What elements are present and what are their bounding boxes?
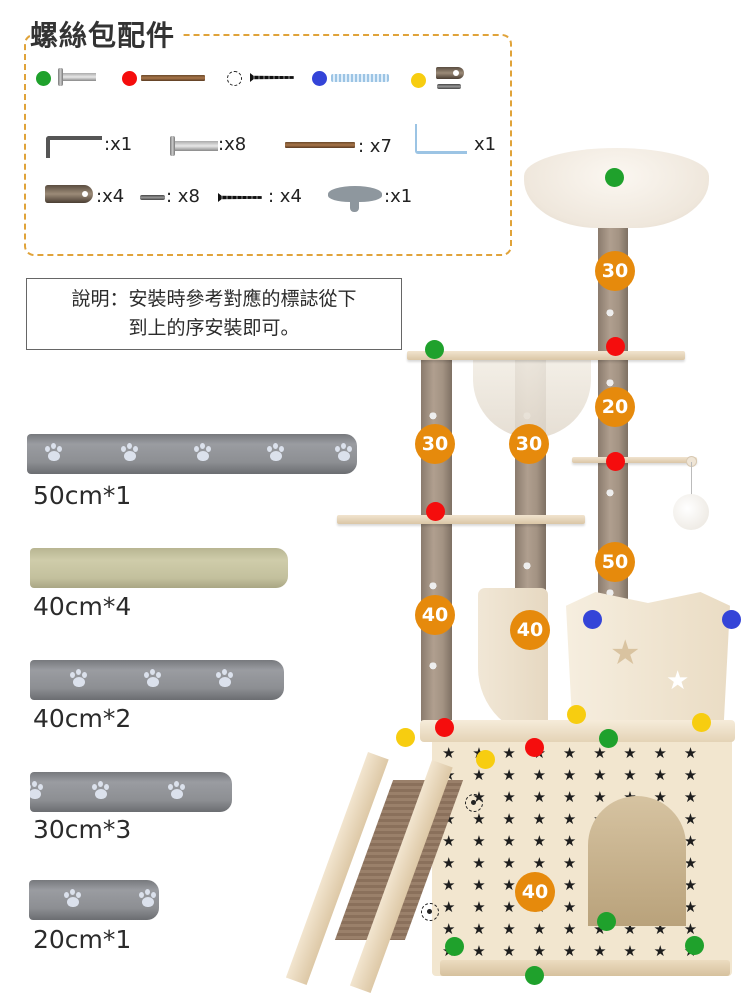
hardware-title: 螺絲包配件 xyxy=(30,14,182,54)
paw-icon xyxy=(62,889,84,911)
blue-dot-icon xyxy=(312,71,327,86)
yellow-marker-icon xyxy=(692,713,711,732)
yellow-marker-icon xyxy=(396,728,415,747)
red-marker-icon xyxy=(435,718,454,737)
tube-30cm xyxy=(30,772,232,812)
house-base xyxy=(440,960,730,976)
house-door xyxy=(588,796,686,926)
green-dot-icon xyxy=(36,71,51,86)
barrel-bolt-icon xyxy=(170,136,218,156)
l-key-icon xyxy=(415,124,467,154)
middle-platform xyxy=(337,515,585,524)
paw-icon xyxy=(333,443,355,465)
toy-string xyxy=(691,462,692,496)
red-dot-icon xyxy=(122,71,137,86)
paw-icon xyxy=(192,443,214,465)
house-top-board xyxy=(420,720,735,742)
screw-hole-icon xyxy=(421,903,439,921)
l-key-qty: x1 xyxy=(474,134,497,155)
metal-bracket-qty: :x4 xyxy=(96,186,125,207)
paw-icon xyxy=(90,781,112,803)
paw-icon xyxy=(68,669,90,691)
instruction-note: 說明：安裝時參考對應的標誌從下 到上的序安裝即可。 xyxy=(26,278,402,350)
pompom-toy xyxy=(673,494,709,530)
tube-50cm xyxy=(27,434,357,474)
instruction-line-1: 說明：安裝時參考對應的標誌從下 xyxy=(71,288,357,310)
length-badge-40: 40 xyxy=(515,872,555,912)
length-badge-20: 20 xyxy=(595,387,635,427)
tube-label-30cm: 30cm*3 xyxy=(33,815,132,844)
length-badge-50: 50 xyxy=(595,542,635,582)
length-badge-30: 30 xyxy=(595,251,635,291)
tube-label-20cm: 20cm*1 xyxy=(33,925,132,954)
green-marker-icon xyxy=(525,966,544,985)
bracket-icon xyxy=(436,67,464,79)
top-plush-bed xyxy=(524,148,709,228)
hex-key-qty: :x1 xyxy=(104,134,133,155)
red-marker-icon xyxy=(606,452,625,471)
metal-bracket-icon xyxy=(45,185,93,203)
barrel-bolt-qty: :x8 xyxy=(218,134,247,155)
green-marker-icon xyxy=(597,912,616,931)
threaded-rod-icon xyxy=(285,142,355,148)
red-marker-icon xyxy=(426,502,445,521)
barrel-bolt-icon xyxy=(58,68,96,86)
paw-icon xyxy=(214,669,236,691)
green-marker-icon xyxy=(425,340,444,359)
ramp xyxy=(285,752,464,994)
yellow-marker-icon xyxy=(476,750,495,769)
yellow-dot-icon xyxy=(411,73,426,88)
tube-40cm-grey xyxy=(30,660,284,700)
black-screw-qty: : x4 xyxy=(268,186,302,207)
paw-icon xyxy=(166,781,188,803)
tube-20cm xyxy=(29,880,159,920)
dashed-circle-icon xyxy=(227,71,242,86)
green-marker-icon xyxy=(605,168,624,187)
black-screw-icon xyxy=(218,193,262,202)
t-key-qty: :x1 xyxy=(384,186,413,207)
black-screw-icon xyxy=(250,73,294,82)
tube-label-40cm-grey: 40cm*2 xyxy=(33,704,132,733)
small-bolt-icon xyxy=(140,195,165,200)
instruction-line-2: 到上的序安裝即可。 xyxy=(128,317,300,339)
tube-40cm-sand xyxy=(30,548,288,588)
upper-platform xyxy=(407,351,685,360)
threaded-rod-icon xyxy=(141,75,205,81)
green-marker-icon xyxy=(445,937,464,956)
red-marker-icon xyxy=(606,337,625,356)
paw-icon xyxy=(142,669,164,691)
length-badge-30: 30 xyxy=(415,424,455,464)
hardware-panel xyxy=(24,34,512,256)
paw-icon xyxy=(119,443,141,465)
star-cutout-icon: ★ xyxy=(666,666,690,696)
t-key-icon xyxy=(328,186,382,212)
length-badge-40: 40 xyxy=(510,610,550,650)
paw-icon xyxy=(265,443,287,465)
small-bolt-icon xyxy=(437,84,461,89)
small-bolt-qty: : x8 xyxy=(166,186,200,207)
tube-label-50cm: 50cm*1 xyxy=(33,481,132,510)
tube-label-40cm-sand: 40cm*4 xyxy=(33,592,132,621)
length-badge-40: 40 xyxy=(415,595,455,635)
paw-icon xyxy=(43,443,65,465)
paw-icon xyxy=(30,781,46,803)
hex-key-icon xyxy=(46,136,102,158)
toy-arm xyxy=(572,457,697,463)
blue-marker-icon xyxy=(722,610,741,629)
length-badge-30: 30 xyxy=(509,424,549,464)
paw-icon xyxy=(137,889,159,911)
screw-hole-icon xyxy=(465,794,483,812)
red-marker-icon xyxy=(525,738,544,757)
left-post xyxy=(421,358,452,738)
green-marker-icon xyxy=(685,936,704,955)
threaded-rod-qty: : x7 xyxy=(358,136,392,157)
green-marker-icon xyxy=(599,729,618,748)
blue-screw-icon xyxy=(331,74,389,82)
star-cutout-icon: ★ xyxy=(610,633,641,673)
yellow-marker-icon xyxy=(567,705,586,724)
blue-marker-icon xyxy=(583,610,602,629)
